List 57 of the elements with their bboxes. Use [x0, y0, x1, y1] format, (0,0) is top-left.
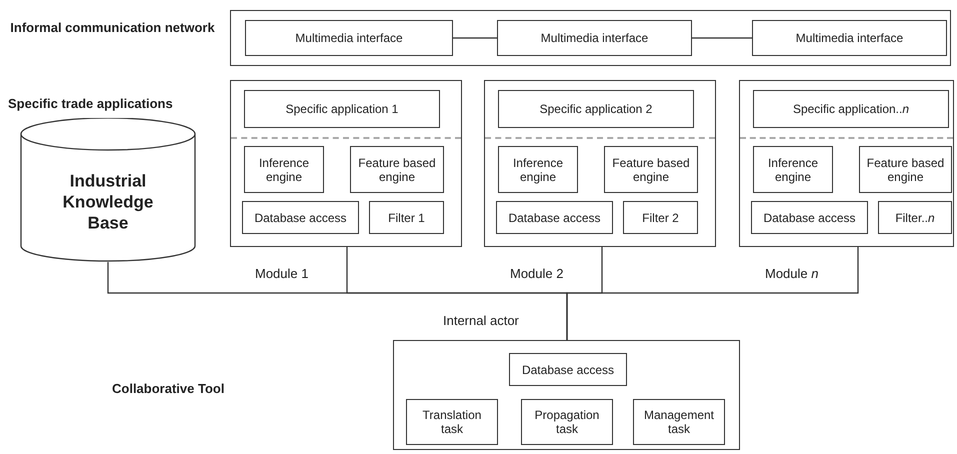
- component-box: [859, 146, 952, 193]
- group-heading: Informal communication network: [9, 20, 216, 36]
- node-label: Inference engine: [766, 156, 820, 184]
- node-label: Multimedia interface: [294, 31, 404, 45]
- module-label: Module n: [765, 266, 818, 281]
- component-box: [623, 201, 698, 234]
- node-label: Database access: [520, 362, 616, 376]
- component-box: [496, 201, 613, 234]
- component-box: [498, 146, 578, 193]
- group-heading: Collaborative Tool: [112, 381, 224, 396]
- node-label: Database access: [253, 210, 348, 224]
- node-label: Inference engine: [258, 156, 310, 184]
- node-label: Filter 1: [387, 210, 426, 224]
- module-label: Module 1: [255, 266, 308, 281]
- component-box: [751, 201, 868, 234]
- component-box: [509, 353, 627, 386]
- node-label: Filter..n: [894, 210, 936, 224]
- interface-box: [752, 20, 947, 56]
- node-label: Industrial Knowledge Base: [62, 170, 154, 234]
- node-label: Feature based engine: [611, 156, 691, 184]
- connector-line: [453, 37, 497, 39]
- node-label: Specific application..n: [792, 102, 910, 116]
- component-box: [604, 146, 698, 193]
- application-box: [244, 90, 440, 128]
- component-box: [244, 146, 324, 193]
- node-label: Database access: [762, 210, 857, 224]
- node-label: Database access: [507, 210, 602, 224]
- application-box: [498, 90, 694, 128]
- interface-box: [497, 20, 692, 56]
- module-label: Module 2: [510, 266, 564, 281]
- node-label: Translation task: [422, 408, 482, 436]
- node-label: Propagation task: [534, 408, 600, 436]
- component-box: [878, 201, 952, 234]
- database-cylinder: [20, 118, 196, 262]
- connector-label: Internal actor: [443, 313, 519, 328]
- tool-panel: [393, 340, 740, 450]
- node-label: Multimedia interface: [540, 31, 650, 45]
- task-box: [521, 399, 613, 445]
- component-box: [369, 201, 444, 234]
- task-box: [406, 399, 498, 445]
- group-heading: Specific trade applications: [8, 96, 173, 111]
- application-box: [753, 90, 949, 128]
- node-label: Filter 2: [641, 210, 680, 224]
- node-label: Feature based engine: [866, 156, 946, 184]
- component-box: [350, 146, 444, 193]
- component-box: [242, 201, 359, 234]
- node-label: Management task: [642, 408, 716, 436]
- connector-line: [566, 247, 859, 340]
- connector-line: [692, 37, 752, 39]
- node-label: Specific application 1: [284, 102, 400, 116]
- node-label: Inference engine: [512, 156, 564, 184]
- node-label: Feature based engine: [357, 156, 437, 184]
- task-box: [633, 399, 725, 445]
- component-box: [753, 146, 833, 193]
- node-label: Specific application 2: [538, 102, 654, 116]
- node-label: Multimedia interface: [794, 31, 904, 45]
- interface-box: [245, 20, 453, 56]
